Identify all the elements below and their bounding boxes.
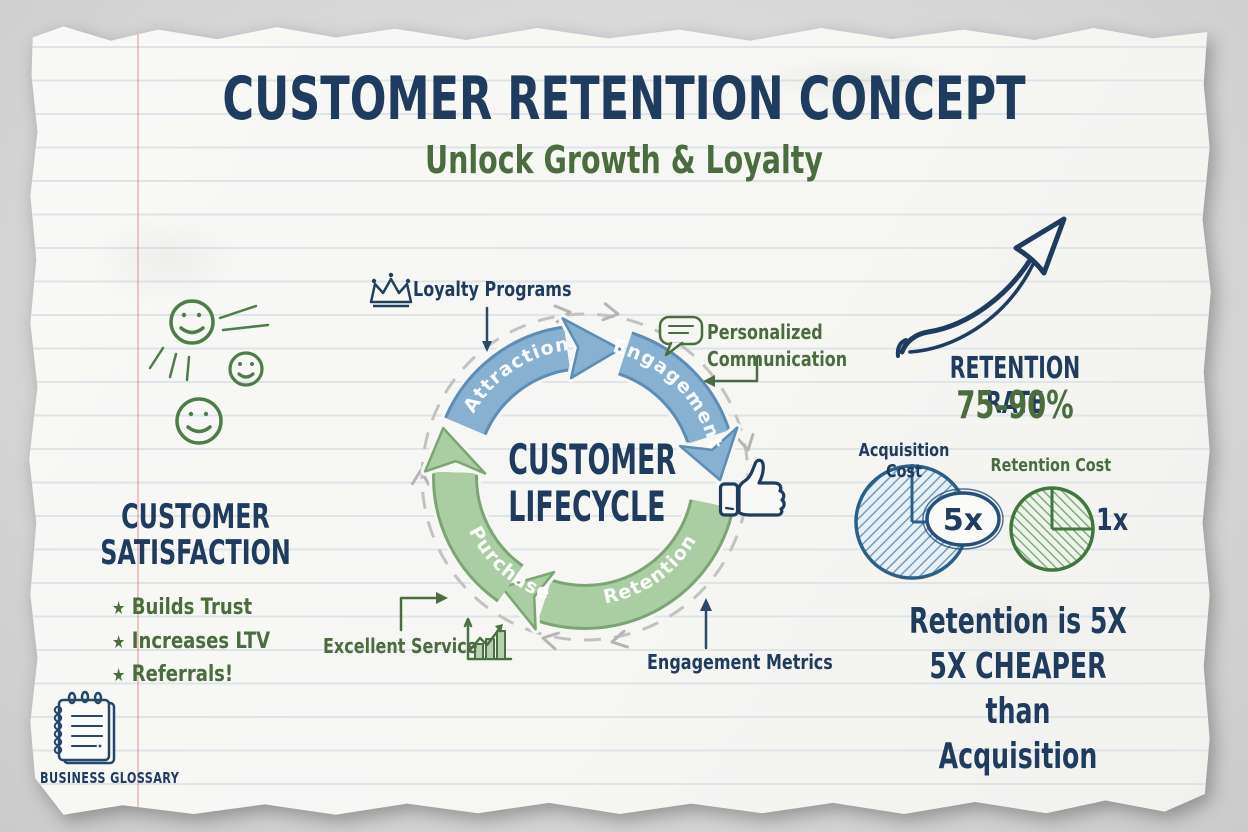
stage-band-retention <box>497 497 738 634</box>
star-icon: ★ <box>112 598 126 619</box>
engagement-metrics-label: Engagement Metrics <box>647 650 833 674</box>
retention-rate-label: RETENTION RATE <box>949 351 1081 421</box>
conclusion-text: Retention is 5X 5X CHEAPER than Acquisit… <box>905 599 1132 779</box>
acquisition-pie: 5x <box>854 464 1004 580</box>
bar-chart-icon <box>463 617 513 661</box>
personalized-communication-label: Personalized Communication <box>707 319 847 373</box>
acquisition-cost-label: Acquisition Cost <box>858 440 950 482</box>
page-subtitle: Unlock Growth & Loyalty <box>424 138 824 182</box>
brand-label: BUSINESS GLOSSARY <box>40 769 180 787</box>
smiley-icon <box>228 351 264 387</box>
notepad-icon <box>53 690 116 765</box>
satisfaction-line1: CUSTOMER <box>121 497 270 537</box>
stage-band-engagement <box>616 328 742 485</box>
speech-bubble-icon <box>658 315 704 357</box>
smiley-group <box>148 299 270 445</box>
smiley-rays <box>148 304 270 382</box>
acquisition-multiplier: 5x <box>943 503 983 538</box>
smiley-icon <box>175 397 223 445</box>
smiley-icon <box>169 299 215 345</box>
conclusion-line1: Retention is 5X <box>909 601 1127 642</box>
satisfaction-line2: SATISFACTION <box>100 533 291 573</box>
customer-satisfaction-heading: CUSTOMER SATISFACTION <box>99 499 292 571</box>
personalized-line2: Communication <box>707 347 848 371</box>
lifecycle-center-label: CUSTOMER LIFECYCLE <box>508 435 677 531</box>
personalized-line1: Personalized <box>707 320 823 344</box>
callout-arrows <box>399 306 759 650</box>
excellent-service-label: Excellent Service <box>323 634 478 658</box>
engagement-arrowhead <box>678 426 739 482</box>
engagement-metrics-arrow <box>700 598 712 650</box>
growth-arrow-icon <box>895 216 1067 358</box>
retention-cost-label: Retention Cost <box>990 455 1112 476</box>
bullet-text: Increases LTV <box>131 628 271 654</box>
star-icon: ★ <box>112 631 126 653</box>
conclusion-line3: than Acquisition <box>938 691 1098 777</box>
purchase-arrowhead <box>423 426 487 475</box>
stage-band-attraction <box>441 314 625 438</box>
page-title: CUSTOMER RETENTION CONCEPT <box>222 64 1026 134</box>
list-item: ★Increases LTV <box>112 626 270 660</box>
loyalty-programs-label: Loyalty Programs <box>413 277 572 301</box>
list-item: ★Builds Trust <box>112 592 270 626</box>
bullet-text: Builds Trust <box>131 595 253 620</box>
list-item: ★Referrals! <box>112 659 270 693</box>
bullet-text: Referrals! <box>131 662 234 687</box>
ruled-lines <box>29 26 1211 815</box>
retention-rate-value: 75–90% <box>956 383 1074 427</box>
stage-band-purchase <box>420 423 526 605</box>
excellent-service-arrow <box>399 592 448 632</box>
personalized-arrow <box>703 356 759 387</box>
lifecycle-diagram: Attraction Engagement Retention Purchase <box>420 314 742 634</box>
lifecycle-center-line1: CUSTOMER <box>508 435 677 484</box>
attraction-arrowhead <box>561 317 622 380</box>
margin-line <box>137 26 139 815</box>
crown-icon <box>369 272 413 308</box>
lifecycle-center-line2: LIFECYCLE <box>508 482 666 531</box>
multiplier-bubble-outline <box>922 488 1004 550</box>
multiplier-bubble <box>925 491 1001 547</box>
satisfaction-bullet-list: ★Builds Trust ★Increases LTV ★Referrals! <box>112 592 270 693</box>
retention-arrowhead <box>500 570 556 631</box>
retention-pie <box>1009 486 1095 572</box>
thumbs-up-icon <box>718 458 786 517</box>
retention-multiplier: 1x <box>1096 503 1129 538</box>
conclusion-line2: 5X CHEAPER <box>929 646 1107 687</box>
loyalty-arrow <box>482 306 492 352</box>
star-icon: ★ <box>112 665 126 686</box>
